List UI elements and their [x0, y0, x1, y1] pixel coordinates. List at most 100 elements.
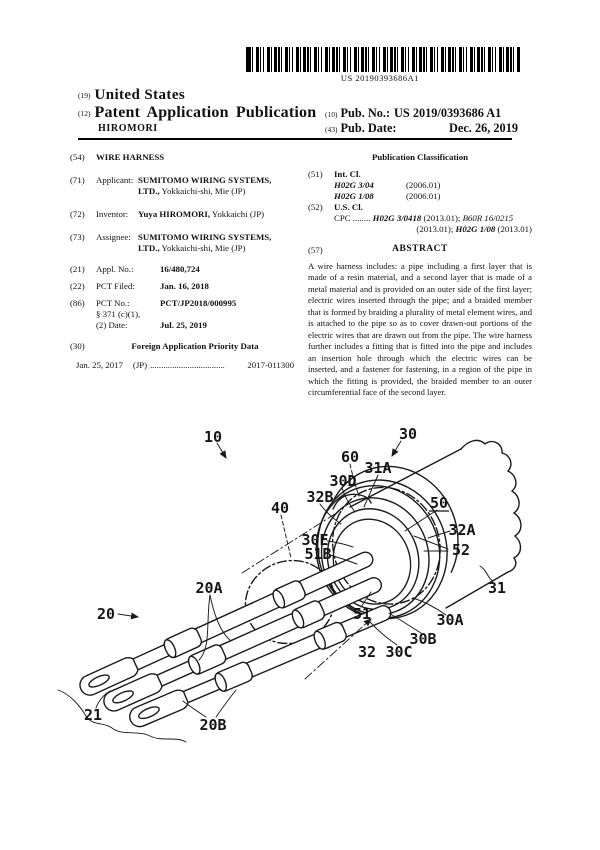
figure-wire-3: [125, 605, 392, 731]
ins-code-12: (12): [78, 109, 91, 118]
pct-no-label: PCT No.:: [96, 297, 130, 308]
assignee-name2: LTD.,: [138, 242, 160, 253]
uscl-row: (52) U.S. Cl.: [308, 202, 532, 213]
applicant-label: Applicant:: [96, 174, 134, 185]
figure-ref-30B: 30B: [409, 630, 436, 648]
country-name: United States: [94, 87, 186, 103]
classification-heading: Publication Classification: [371, 152, 469, 162]
assignee-label: Assignee:: [96, 231, 131, 242]
figure-ref-50: 50: [430, 494, 448, 512]
figure-ref-20B: 20B: [199, 716, 226, 734]
ins-code-73: (73): [70, 231, 85, 242]
ins-code-52: (52): [308, 201, 323, 212]
figure-pipe: [241, 439, 522, 609]
intcl-label: Int. Cl.: [334, 168, 361, 179]
header-kind-line: (12) Patent Application Publication: [78, 104, 518, 122]
figure-ref-30D: 30D: [329, 472, 356, 490]
intcl-ver-1: (2006.01): [406, 179, 441, 190]
ins-code-22: (22): [70, 280, 85, 291]
appl-no-value: 16/480,724: [160, 263, 200, 274]
cpc-sep-b: (2013.01);: [421, 212, 463, 223]
s371-line2: (2) Date:: [96, 319, 128, 330]
ins-code-51: (51): [308, 168, 323, 179]
priority-dots: ..................................: [150, 359, 225, 370]
figure-braided-member: [244, 559, 336, 645]
figure-ref-52: 52: [452, 541, 470, 559]
header-right: (10) Pub. No.: US 2019/0393686 A1 (43) P…: [325, 106, 518, 136]
figure-ref-30E: 30E: [301, 531, 328, 549]
ins-code-21: (21): [70, 263, 85, 274]
figure-ref-40: 40: [271, 499, 289, 517]
figure-ref-60: 60: [341, 448, 359, 466]
header: (19) United States (12) Patent Applicati…: [78, 86, 518, 136]
ins-code-71: (71): [70, 174, 85, 185]
pub-date-value: Dec. 26, 2019: [449, 121, 518, 135]
ins-code-86: (86): [70, 297, 85, 308]
figure-ref-30A: 30A: [436, 611, 463, 629]
figure-ref-32: 32: [358, 643, 376, 661]
cpc-class-a: H02G 3/0418: [372, 212, 422, 223]
figure-ref-20: 20: [97, 605, 115, 623]
priority-number: 2017-011300: [247, 359, 294, 370]
intcl-row: (51) Int. Cl.: [308, 169, 532, 180]
priority-country: (JP): [132, 359, 148, 370]
figure-ref-51B: 51B: [304, 545, 331, 563]
barcode-text: US 20190393686A1: [340, 73, 420, 83]
priority-data-row: Jan. 25, 2017 (JP) .....................…: [70, 360, 294, 371]
inventor-row: (72) Inventor: Yuya HIROMORI, Yokkaichi …: [70, 209, 294, 220]
cpc-class-e: H02G 1/08: [455, 223, 496, 234]
applicant-surname: HIROMORI: [98, 123, 158, 134]
figure-ref-30C: 30C: [385, 643, 412, 661]
applicant-row: (71) Applicant: SUMITOMO WIRING SYSTEMS,…: [70, 175, 294, 197]
pub-no-row: (10) Pub. No.: US 2019/0393686 A1: [325, 106, 518, 121]
intcl-class-1: H02G 3/04: [334, 179, 374, 190]
figure-ref-51: 51: [353, 605, 371, 623]
figure-wire-2: [99, 577, 383, 715]
figure-ref-31: 31: [488, 579, 506, 597]
appl-no-row: (21) Appl. No.: 16/480,724: [70, 264, 294, 275]
applicant-value: SUMITOMO WIRING SYSTEMS, LTD., Yokkaichi…: [138, 175, 294, 197]
cpc-sep-f: (2013.01): [495, 223, 532, 234]
abstract-heading: ABSTRACT: [392, 243, 448, 254]
uscl-label: U.S. Cl.: [334, 201, 363, 212]
bibliographic-columns: (54) WIRE HARNESS (71) Applicant: SUMITO…: [70, 152, 532, 399]
intcl-class-2: H02G 1/08: [334, 190, 374, 201]
header-country-line: (19) United States: [78, 86, 518, 104]
pub-no-value: US 2019/0393686 A1: [394, 106, 502, 120]
cpc-line1: CPC ........ H02G 3/0418 (2013.01); B60R…: [334, 213, 532, 224]
figure-ref-30: 30: [399, 425, 417, 443]
figure-tab-60: [332, 493, 372, 510]
appl-no-label: Appl. No.:: [96, 263, 134, 274]
applicant-address: Yokkaichi-shi, Mie (JP): [159, 185, 246, 196]
intcl-ver-2: (2006.01): [406, 190, 441, 201]
title-row: (54) WIRE HARNESS: [70, 152, 294, 163]
right-column: Publication Classification (51) Int. Cl.…: [308, 152, 532, 399]
assignee-row: (73) Assignee: SUMITOMO WIRING SYSTEMS, …: [70, 232, 294, 254]
pct-filed-value: Jan. 16, 2018: [160, 280, 209, 291]
intcl-entry-1: H02G 3/04 (2006.01): [308, 180, 532, 191]
pct-filed-row: (22) PCT Filed: Jan. 16, 2018: [70, 281, 294, 292]
publication-kind: Patent Application Publication: [94, 104, 317, 121]
inventor-name: Yuya HIROMORI,: [138, 208, 211, 219]
s371-line1: § 371 (c)(1),: [96, 308, 141, 319]
pub-date-label: Pub. Date:: [340, 121, 397, 135]
figure-break-line: [57, 689, 187, 743]
figure-leader-lines: [95, 440, 494, 718]
applicant-name1: SUMITOMO WIRING SYSTEMS,: [138, 174, 272, 185]
ins-code-72: (72): [70, 208, 85, 219]
ins-code-54: (54): [70, 152, 85, 162]
figure-ref-31A: 31A: [364, 459, 391, 477]
ins-code-43: (43): [325, 125, 338, 134]
pct-filed-label: PCT Filed:: [96, 280, 135, 291]
barcode: [246, 47, 520, 72]
abstract-heading-row: (57) ABSTRACT: [308, 244, 532, 256]
priority-heading-row: (30) Foreign Application Priority Data: [70, 341, 294, 352]
figure-ref-20A: 20A: [195, 579, 222, 597]
abstract-text: A wire harness includes: a pipe includin…: [308, 260, 532, 398]
s371-value: Jul. 25, 2019: [160, 319, 207, 330]
assignee-name1: SUMITOMO WIRING SYSTEMS,: [138, 231, 272, 242]
assignee-value: SUMITOMO WIRING SYSTEMS, LTD., Yokkaichi…: [138, 232, 294, 254]
priority-heading: Foreign Application Priority Data: [131, 340, 259, 351]
inventor-value: Yuya HIROMORI, Yokkaichi (JP): [138, 209, 294, 220]
